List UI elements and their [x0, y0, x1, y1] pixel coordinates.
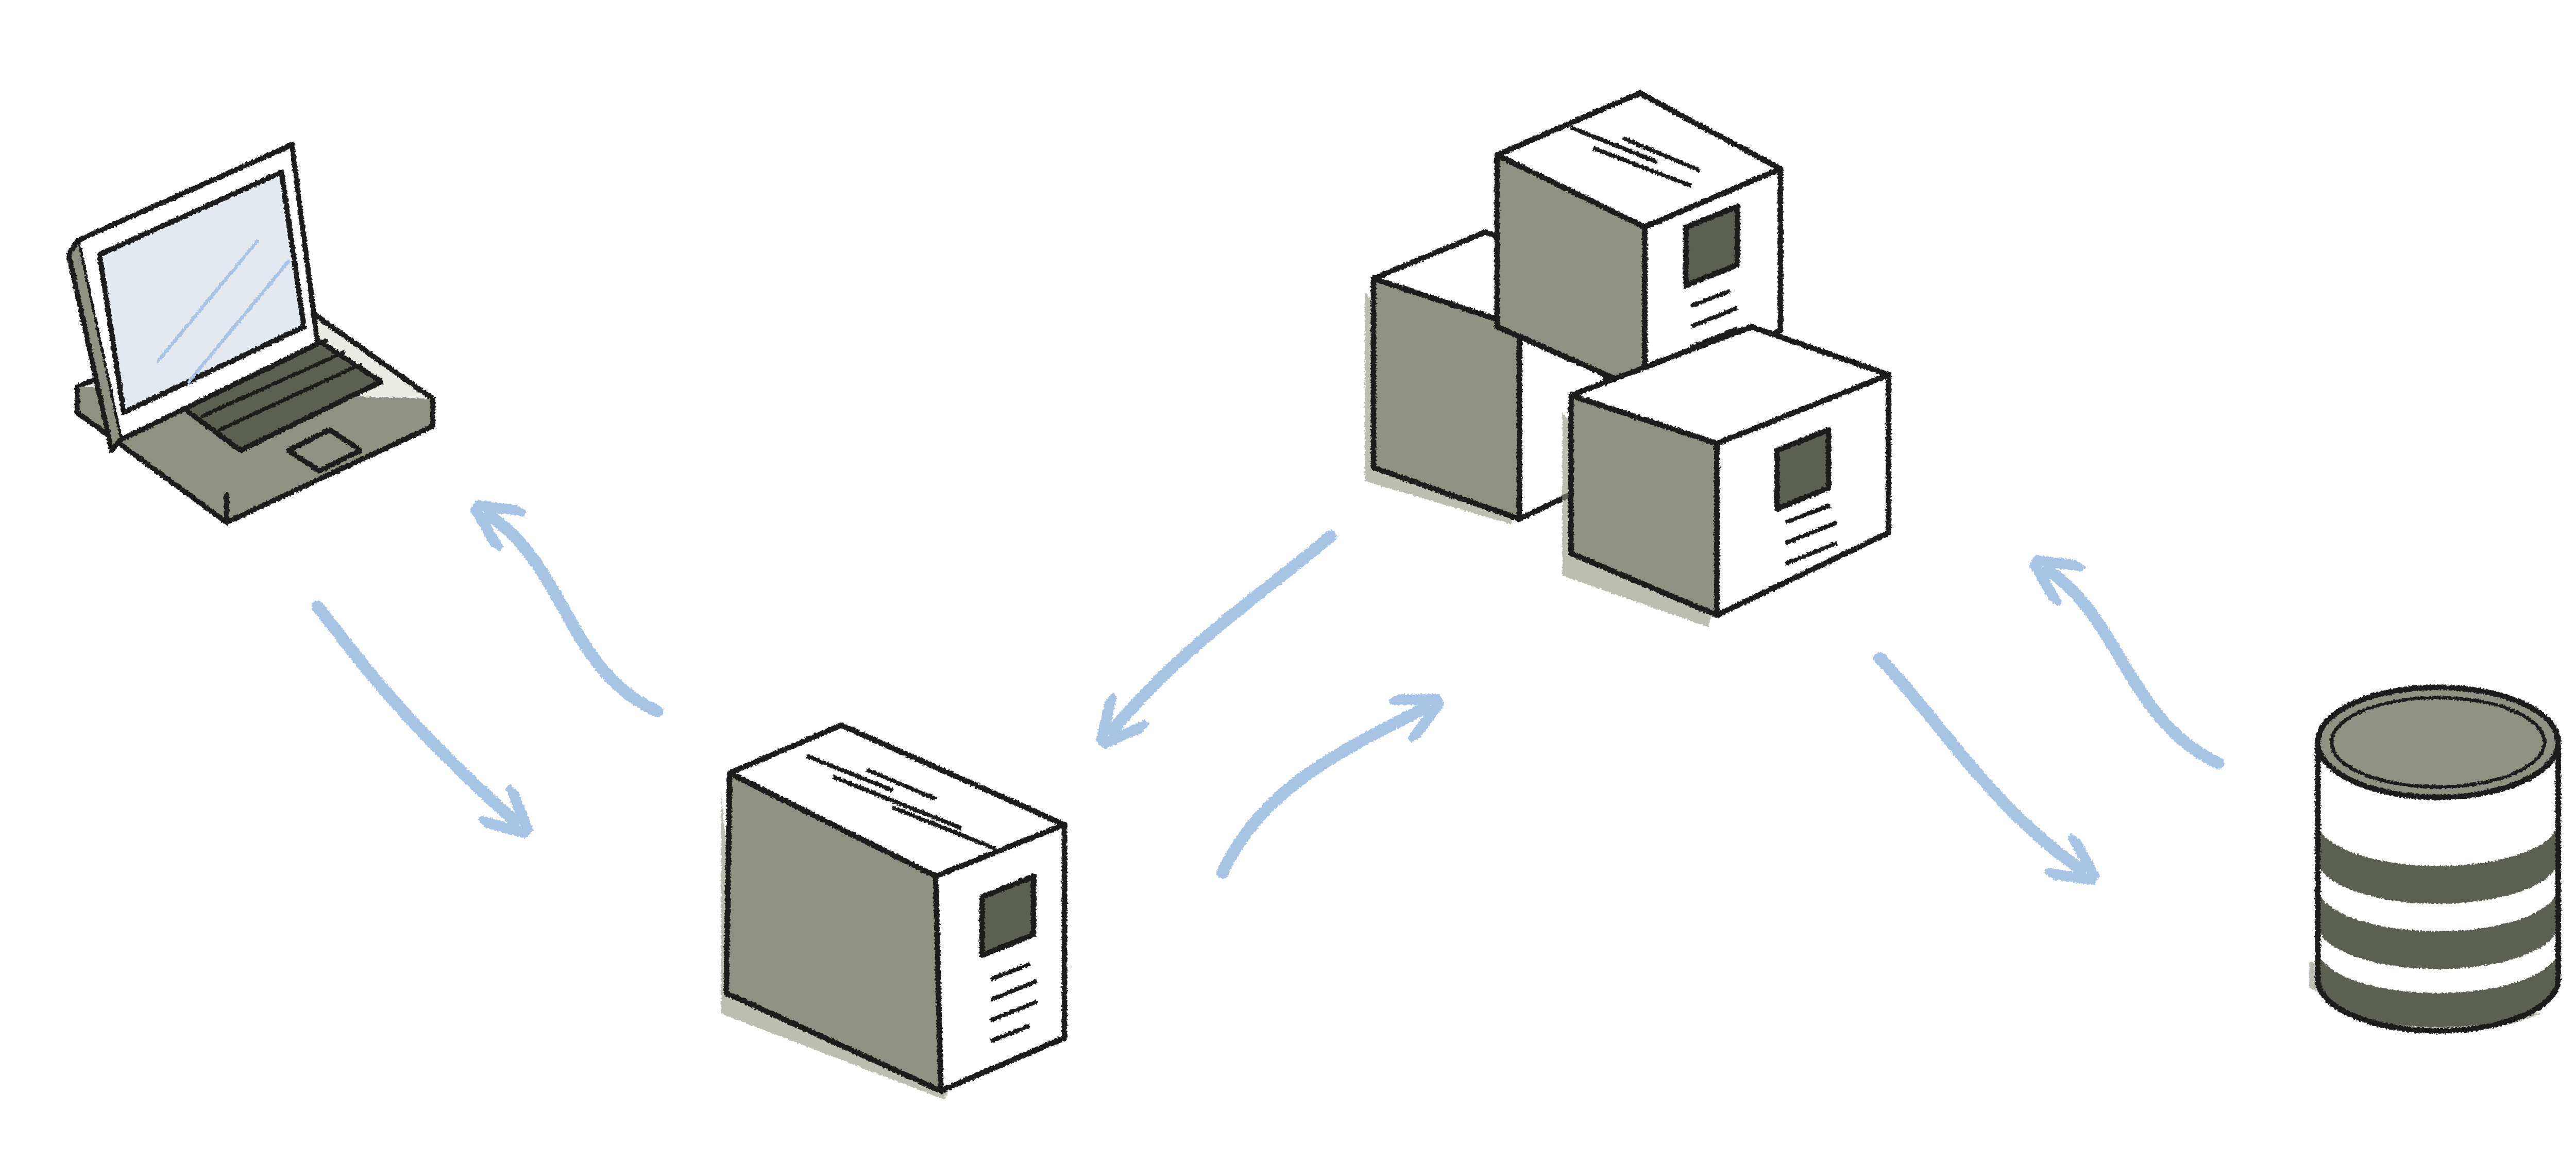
arrow-database-to-cluster — [2048, 570, 2225, 769]
cluster-server-front — [1562, 324, 1892, 628]
server-cluster-icon — [1365, 90, 1892, 628]
server-icon — [721, 722, 1067, 1100]
arrow-cluster-to-web-server — [1112, 530, 1337, 731]
arrow-web-server-to-cluster — [1216, 708, 1425, 879]
cluster-server-top — [1494, 90, 1784, 395]
connection-arrows — [311, 516, 2225, 879]
arrow-client-to-web-server — [311, 600, 515, 821]
database-band-2 — [2317, 886, 2558, 969]
database-top — [2315, 684, 2561, 800]
arrow-web-server-to-client — [489, 516, 664, 718]
database-band-3 — [2317, 948, 2558, 1028]
arrow-cluster-to-database — [1874, 652, 2081, 869]
touchpad — [285, 427, 363, 474]
laptop-screen — [97, 170, 307, 415]
database-icon — [2309, 684, 2561, 1034]
laptop-icon — [66, 142, 435, 525]
server-panel — [979, 873, 1037, 958]
database-band-1 — [2317, 821, 2558, 904]
